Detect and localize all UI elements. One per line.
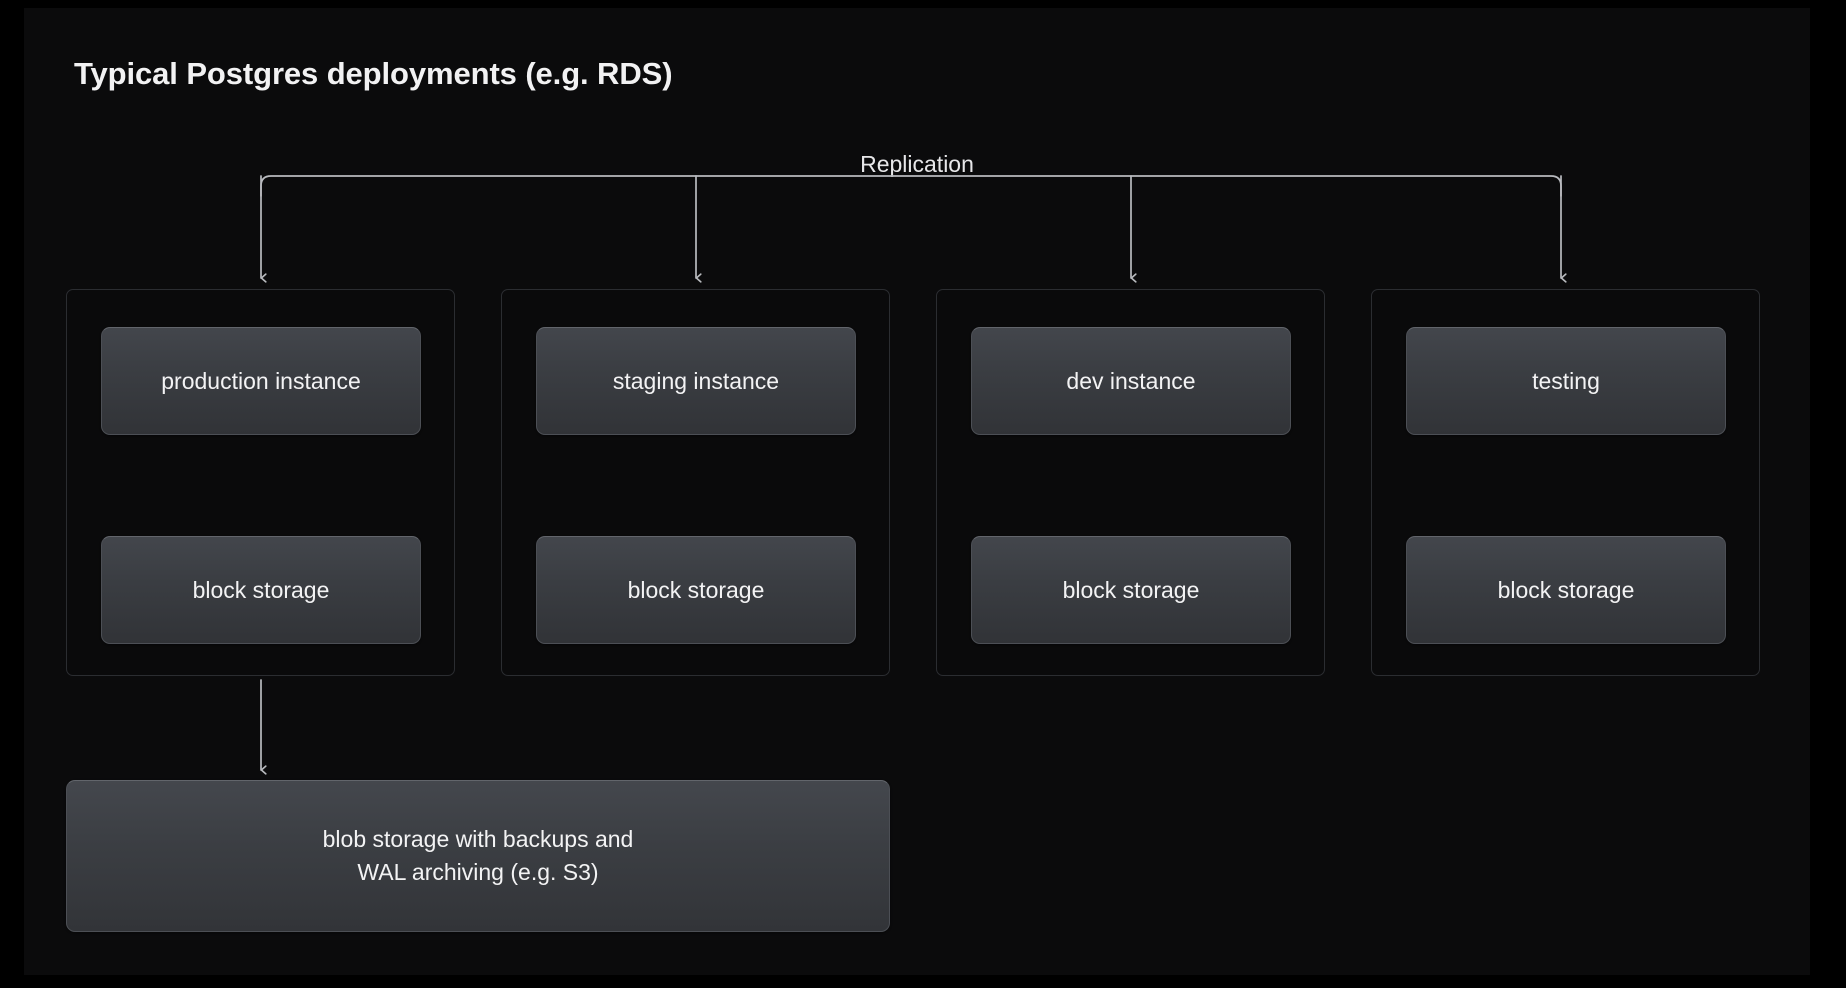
node-label: block storage xyxy=(1497,576,1635,603)
instance-storage-links xyxy=(255,435,1567,526)
replication-label: Replication xyxy=(24,151,1810,178)
node-dev-block-storage[interactable]: block storage xyxy=(971,536,1291,644)
group-dev[interactable]: dev instance block storage xyxy=(936,289,1325,676)
blob-storage-line-2: WAL archiving (e.g. S3) xyxy=(357,859,599,885)
slide-panel: Typical Postgres deployments (e.g. RDS) … xyxy=(24,8,1810,975)
node-label: dev instance xyxy=(1066,367,1196,394)
group-staging[interactable]: staging instance block storage xyxy=(501,289,890,676)
node-label: production instance xyxy=(161,367,361,394)
group-testing[interactable]: testing block storage xyxy=(1371,289,1760,676)
node-production-instance[interactable]: production instance xyxy=(101,327,421,435)
node-label: block storage xyxy=(1062,576,1200,603)
node-dev-instance[interactable]: dev instance xyxy=(971,327,1291,435)
node-label: block storage xyxy=(627,576,765,603)
replication-drop-arrows xyxy=(260,175,1567,283)
node-staging-instance[interactable]: staging instance xyxy=(536,327,856,435)
blob-storage-line-1: blob storage with backups and xyxy=(322,826,634,853)
node-label: block storage xyxy=(192,576,330,603)
node-testing-instance[interactable]: testing xyxy=(1406,327,1726,435)
page-title: Typical Postgres deployments (e.g. RDS) xyxy=(74,56,673,91)
replication-fanout-bus xyxy=(260,175,1562,197)
node-testing-block-storage[interactable]: block storage xyxy=(1406,536,1726,644)
node-blob-storage[interactable]: blob storage with backups and WAL archiv… xyxy=(66,780,890,932)
group-production[interactable]: production instance block storage xyxy=(66,289,455,676)
node-label: testing xyxy=(1532,367,1600,394)
replication-label-text: Replication xyxy=(860,151,974,177)
node-production-block-storage[interactable]: block storage xyxy=(101,536,421,644)
node-staging-block-storage[interactable]: block storage xyxy=(536,536,856,644)
node-label: staging instance xyxy=(612,367,780,394)
